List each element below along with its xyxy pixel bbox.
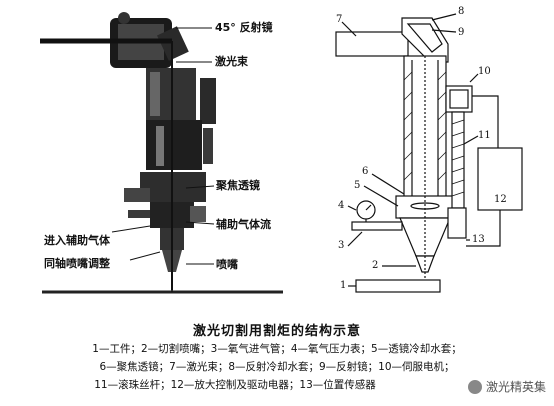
label-coaxial-nozzle-adjust: 同轴喷嘴调整 [44,257,110,270]
legend-line-2: 6—聚焦透镜；7—激光束；8—反射冷却水套；9—反射镜；10—伺服电机； [99,361,455,373]
part-number-1: 1 [340,280,347,291]
label-assist-gas-flow: 辅助气体流 [216,218,271,231]
left-torch-illustration [40,12,283,294]
label-nozzle: 喷嘴 [216,258,238,271]
part-number-9: 9 [458,27,465,38]
part-number-6: 6 [362,166,369,177]
right-torch-schematic [335,13,523,293]
watermark-logo-icon [467,379,482,394]
legend-line-1: 1—工件；2—切割喷嘴；3—氧气进气管；4—氧气压力表；5—透镜冷却水套； [92,343,462,355]
part-number-8: 8 [458,6,465,17]
label-assist-gas-in: 进入辅助气体 [44,234,110,247]
figure-caption: 激光切割用割炬的结构示意 [192,324,361,339]
part-number-10: 10 [478,66,491,77]
label-laser-beam: 激光束 [215,55,248,68]
part-number-3: 3 [338,240,345,251]
part-number-11: 11 [478,130,491,141]
part-number-2: 2 [372,260,379,271]
part-number-13: 13 [472,234,485,245]
part-number-12: 12 [494,194,507,205]
watermark: 激光精英集 [467,378,546,395]
watermark-text: 激光精英集 [485,380,546,394]
part-number-5: 5 [354,180,361,191]
label-45-mirror: 45° 反射镜 [215,21,273,34]
part-number-7: 7 [336,14,343,25]
label-focus-lens: 聚焦透镜 [216,179,260,192]
legend-line-3: 11—滚珠丝杆；12—放大控制及驱动电器；13—位置传感器 [94,379,376,391]
part-number-4: 4 [338,200,345,211]
